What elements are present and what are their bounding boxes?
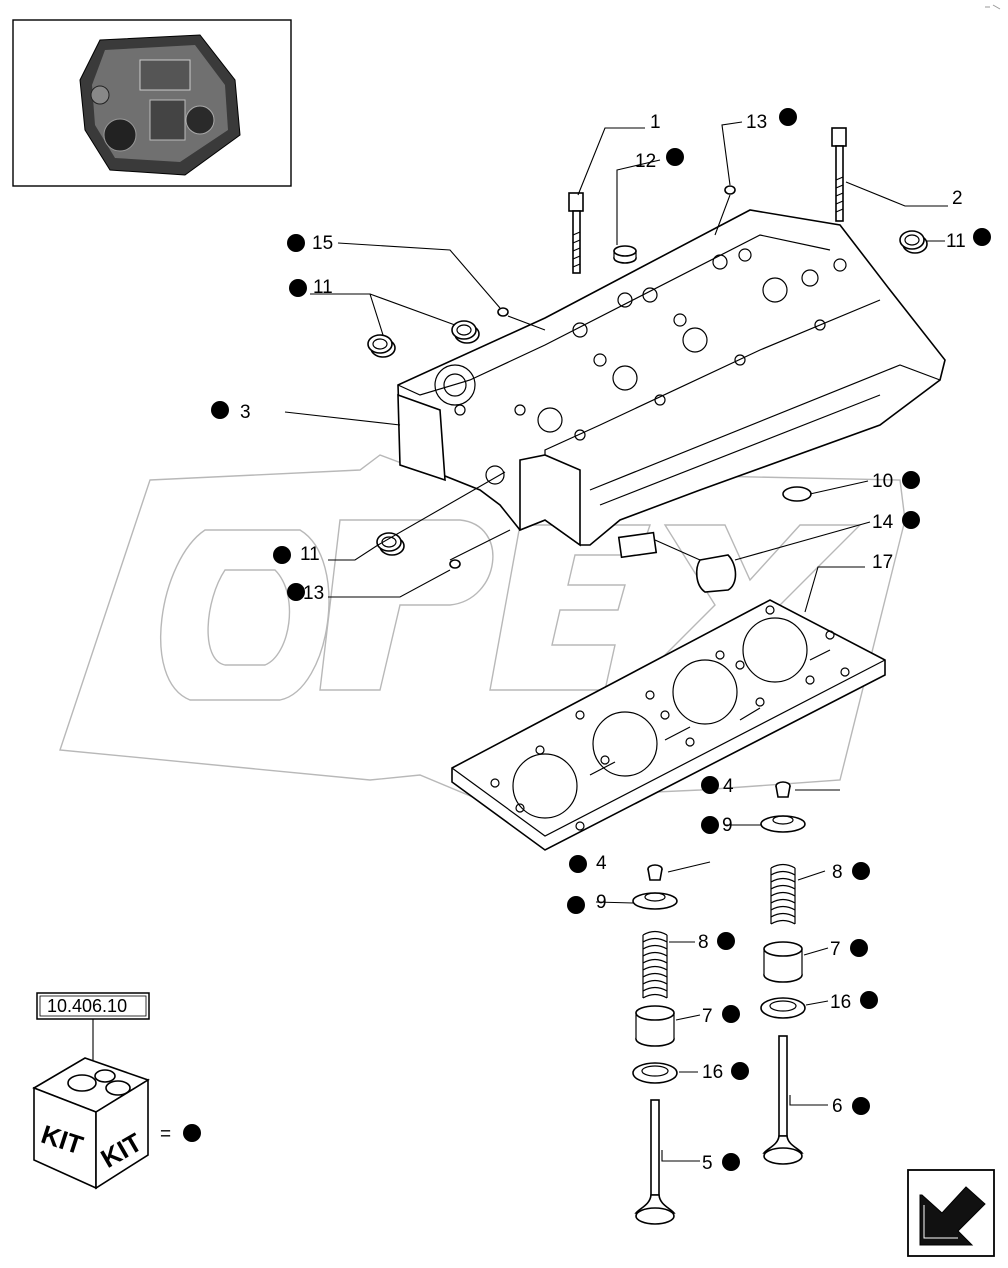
kit-dot-11c (273, 546, 291, 564)
cylinder-head-ports (434, 248, 847, 485)
callout-8a[interactable]: 8 (698, 932, 709, 953)
kit-dot-9a (567, 896, 585, 914)
callout-11a[interactable]: 11 (313, 277, 333, 298)
leader-lines (284, 121, 948, 1162)
kit-dot-4a (569, 855, 587, 873)
callouts: 1 2 3 4 4 5 6 7 7 8 8 9 9 10 11 11 11 12 (211, 108, 991, 1174)
valve-seal-7a (635, 1005, 675, 1047)
valve-washer-16a (632, 1062, 678, 1084)
valve-keeper-4a (647, 864, 663, 881)
ring-13-lower[interactable] (449, 559, 461, 569)
kit-dot-11a (289, 279, 307, 297)
plug-10[interactable] (782, 486, 812, 502)
valve-spring-8b (770, 863, 796, 925)
callout-13a[interactable]: 13 (746, 112, 767, 133)
seal-11-left-a[interactable] (367, 334, 396, 358)
kit-legend-equals: = (160, 1124, 171, 1145)
callout-17[interactable]: 17 (872, 552, 893, 573)
kit-dot-9b (701, 816, 719, 834)
valve-retainer-9a (632, 892, 678, 910)
callout-7a[interactable]: 7 (702, 1006, 713, 1027)
seal-11-right[interactable] (899, 230, 928, 254)
callout-2[interactable]: 2 (952, 188, 963, 209)
callout-8b[interactable]: 8 (832, 862, 843, 883)
valve-retainer-9b (760, 815, 806, 833)
callout-4a[interactable]: 4 (596, 853, 607, 874)
seal-11-lower[interactable] (376, 532, 405, 556)
kit-legend-dot (183, 1124, 201, 1142)
valve-assembly-left[interactable] (632, 864, 678, 1225)
kit-dot-3 (211, 401, 229, 419)
callout-5[interactable]: 5 (702, 1153, 713, 1174)
valve-assembly-right[interactable] (760, 781, 806, 1165)
engine-thumbnail[interactable] (12, 19, 292, 187)
kit-dot-11b (973, 228, 991, 246)
callout-14[interactable]: 14 (872, 512, 894, 533)
kit-dot-7a (722, 1005, 740, 1023)
valve-6 (762, 1035, 804, 1165)
valve-washer-16b (760, 997, 806, 1019)
callout-16a[interactable]: 16 (702, 1062, 723, 1083)
kit-box-icon: KIT KIT (32, 1057, 150, 1190)
callout-13b[interactable]: 13 (303, 583, 324, 604)
callout-4b[interactable]: 4 (723, 776, 734, 797)
callout-6[interactable]: 6 (832, 1096, 843, 1117)
kit-dot-12 (666, 148, 684, 166)
gasket-holes (490, 605, 850, 831)
callout-10[interactable]: 10 (872, 471, 893, 492)
kit-dot-7b (850, 939, 868, 957)
callout-1[interactable]: 1 (650, 112, 661, 133)
callout-16b[interactable]: 16 (830, 992, 851, 1013)
callout-7b[interactable]: 7 (830, 939, 841, 960)
kit-dot-15 (287, 234, 305, 252)
kit-dot-6 (852, 1097, 870, 1115)
kit-legend: 10.406.10 KIT KIT = (32, 992, 201, 1190)
engine-thumbnail-drawing (79, 34, 241, 176)
kit-dot-8a (717, 932, 735, 950)
bolt-2[interactable] (831, 127, 847, 222)
callout-12[interactable]: 12 (635, 151, 656, 172)
bolt-1[interactable] (568, 192, 584, 274)
valve-seal-7b (763, 941, 803, 983)
kit-dot-14 (902, 511, 920, 529)
callout-3[interactable]: 3 (240, 402, 251, 423)
valve-spring-8a (642, 930, 668, 999)
callout-9a[interactable]: 9 (596, 892, 607, 913)
plug-14[interactable] (695, 554, 737, 593)
cylinder-head[interactable] (397, 209, 946, 559)
kit-dot-16a (731, 1062, 749, 1080)
valve-keeper-4b (775, 781, 791, 798)
kit-dot-13b (287, 583, 305, 601)
valve-5 (634, 1099, 676, 1225)
ring-15[interactable] (497, 307, 509, 317)
ring-13-top[interactable] (724, 185, 736, 195)
kit-dot-10 (902, 471, 920, 489)
head-gasket[interactable] (451, 599, 886, 851)
kit-dot-8b (852, 862, 870, 880)
kit-reference-number[interactable]: 10.406.10 (47, 996, 127, 1016)
callout-15[interactable]: 15 (312, 233, 333, 254)
kit-dot-5 (722, 1153, 740, 1171)
callout-11c[interactable]: 11 (300, 544, 320, 565)
plug-12[interactable] (613, 245, 637, 264)
kit-dot-13a (779, 108, 797, 126)
callout-11b[interactable]: 11 (946, 231, 966, 252)
navigation-arrow-icon[interactable] (907, 1169, 995, 1257)
seal-11-left-b[interactable] (451, 320, 480, 344)
kit-dot-4b (701, 776, 719, 794)
callout-9b[interactable]: 9 (722, 815, 733, 836)
corner-mark (985, 4, 1001, 10)
kit-dot-16b (860, 991, 878, 1009)
